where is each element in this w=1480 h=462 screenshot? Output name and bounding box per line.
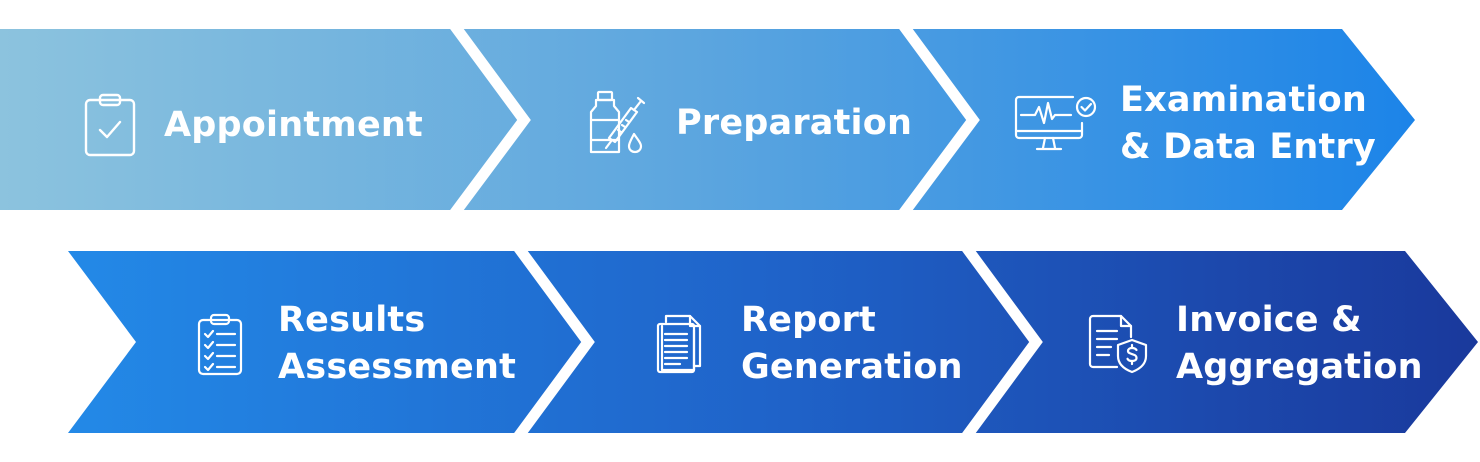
invoice-shield-dollar-icon <box>1086 313 1150 375</box>
step-results-assessment: Results Assessment <box>192 296 516 392</box>
step-preparation: Preparation <box>584 88 912 158</box>
step-label-line: Report <box>741 300 876 340</box>
row1-band <box>0 29 1415 210</box>
step-label: Appointment <box>164 102 423 149</box>
step-appointment: Appointment <box>80 90 423 160</box>
separator-2-3 <box>898 21 980 218</box>
vial-syringe-drop-icon <box>584 90 650 156</box>
step-label-line: Assessment <box>278 347 517 387</box>
step-label-line: Aggregation <box>1176 347 1423 387</box>
step-label-line: Invoice & <box>1176 300 1362 340</box>
separator-4-5 <box>513 243 595 441</box>
step-label-line: Generation <box>741 347 963 387</box>
step-invoice-aggregation: Invoice & Aggregation <box>1086 296 1423 392</box>
monitor-heartbeat-check-icon <box>1012 93 1098 155</box>
row2-band <box>68 251 1478 433</box>
step-label-line: Examination <box>1120 80 1367 120</box>
clipboard-checklist-icon <box>192 312 248 376</box>
step-examination-data-entry: Examination & Data Entry <box>1012 76 1376 172</box>
step-label: Invoice & Aggregation <box>1176 297 1423 391</box>
step-label-line: Preparation <box>676 102 913 143</box>
step-report-generation: Report Generation <box>655 296 963 392</box>
step-label: Preparation <box>676 100 912 147</box>
document-stack-icon <box>655 312 707 376</box>
step-label: Results Assessment <box>278 297 516 391</box>
step-label: Examination & Data Entry <box>1120 77 1376 171</box>
separator-1-2 <box>449 21 531 218</box>
separator-5-6 <box>961 243 1043 441</box>
clipboard-check-icon <box>80 92 140 158</box>
step-label-line: Appointment <box>164 104 423 145</box>
step-label-line: & Data Entry <box>1120 127 1376 167</box>
step-label-line: Results <box>278 300 426 340</box>
step-label: Report Generation <box>741 297 963 391</box>
